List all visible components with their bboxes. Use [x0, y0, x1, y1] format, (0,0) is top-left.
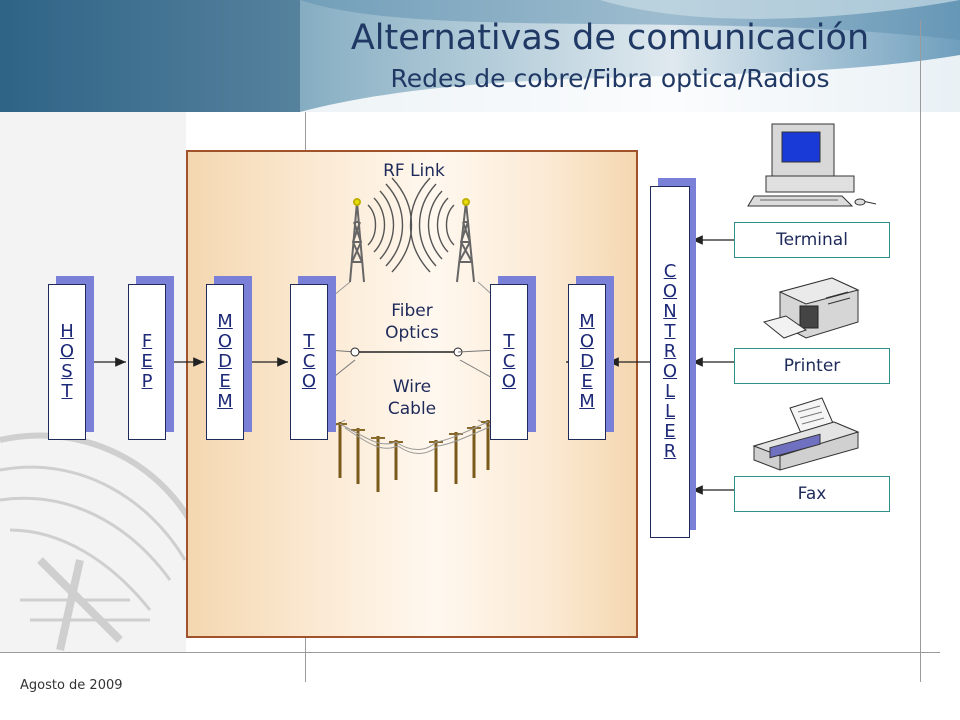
- controller-letter: O: [662, 361, 678, 382]
- controller-letter: L: [664, 381, 675, 402]
- controller-letter: T: [664, 321, 676, 342]
- terminal-box: Terminal: [734, 222, 890, 258]
- host-letter: T: [61, 381, 73, 402]
- modem-left-letter: E: [219, 371, 231, 392]
- fiber-label-line1: Fiber: [391, 301, 433, 321]
- footer-date: Agosto de 2009: [20, 678, 123, 693]
- controller-letter: E: [664, 421, 676, 442]
- fep-letter: F: [141, 331, 153, 352]
- fax-machine-icon: [752, 397, 860, 471]
- fep-letter: E: [141, 351, 153, 372]
- divider-vertical-right: [920, 20, 921, 682]
- fax-box: Fax: [734, 476, 890, 512]
- tco-left-letter: T: [303, 331, 315, 352]
- modem-left-letter: M: [217, 311, 233, 332]
- computer-terminal-icon: [747, 123, 877, 207]
- modem-right-letter: E: [581, 371, 593, 392]
- modem-right-letter: D: [580, 351, 594, 372]
- controller-letter: C: [663, 261, 677, 282]
- page-title: Alternativas de comunicación: [350, 18, 870, 58]
- radio-tower-icon: [349, 198, 365, 283]
- controller-letter: O: [662, 281, 678, 302]
- modem-right-letter: O: [579, 331, 595, 352]
- fiber-label-line2: Optics: [385, 323, 439, 343]
- printer-icon: [762, 277, 860, 339]
- printer-box: Printer: [734, 348, 890, 384]
- tco-left-letter: O: [301, 371, 317, 392]
- modem-right-letter: M: [579, 391, 595, 412]
- wire-label-line2: Cable: [387, 399, 437, 419]
- utility-pole-icon: [338, 420, 490, 492]
- fep-letter: P: [141, 371, 153, 392]
- divider-horizontal-bottom: [0, 652, 940, 653]
- wire-label-line1: Wire: [392, 377, 432, 397]
- tco-right-letter: O: [501, 371, 517, 392]
- modem-left-letter: M: [217, 391, 233, 412]
- host-letter: S: [61, 361, 73, 382]
- controller-letter: N: [663, 301, 677, 322]
- host-letter: H: [60, 321, 74, 342]
- tco-right-letter: C: [502, 351, 516, 372]
- tco-left-letter: C: [302, 351, 316, 372]
- controller-letter: R: [663, 341, 677, 362]
- network-panel: [186, 150, 638, 638]
- controller-letter: R: [663, 441, 677, 462]
- radio-tower-icon: [456, 198, 475, 283]
- rf-link-label: RF Link: [383, 161, 445, 181]
- controller-letter: L: [664, 401, 675, 422]
- modem-left-letter: O: [217, 331, 233, 352]
- header-band: [0, 0, 960, 112]
- page-subtitle: Redes de cobre/Fibra optica/Radios: [390, 64, 830, 93]
- host-letter: O: [59, 341, 75, 362]
- modem-left-letter: D: [218, 351, 232, 372]
- modem-right-letter: M: [579, 311, 595, 332]
- tco-right-letter: T: [503, 331, 515, 352]
